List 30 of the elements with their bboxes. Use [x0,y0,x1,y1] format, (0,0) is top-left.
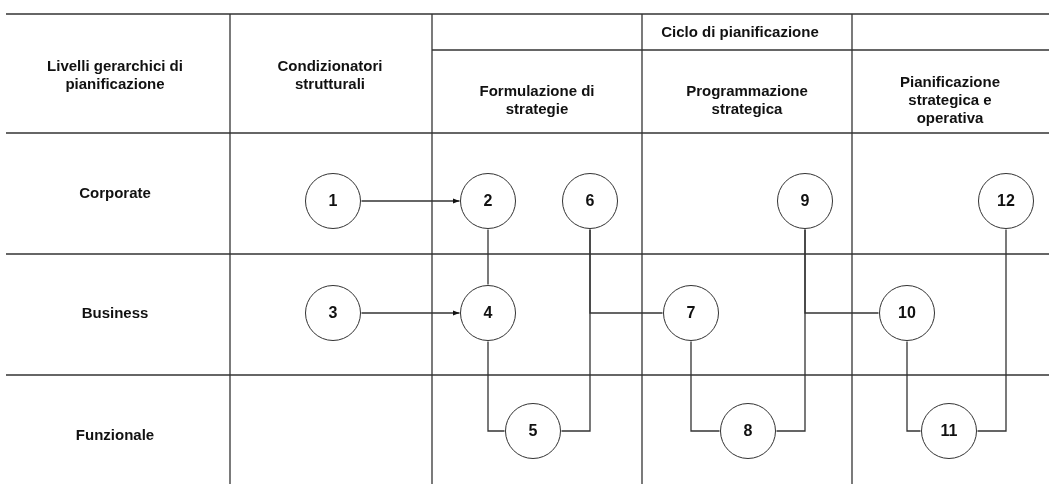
numbered-circle: 4 [460,285,516,341]
column-header: Livelli gerarchici di pianificazione [46,57,184,93]
numbered-circle: 2 [460,173,516,229]
column-header: Condizionatori strutturali [276,57,384,93]
arrow [360,310,461,316]
numbered-circle: 3 [305,285,361,341]
connector-line [589,228,664,314]
numbered-circle: 11 [921,403,977,459]
numbered-circle: 5 [505,403,561,459]
column-header: Ciclo di pianificazione [660,23,820,41]
row-header: Corporate [78,184,152,202]
numbered-circle: 7 [663,285,719,341]
numbered-circle: 6 [562,173,618,229]
connector-line [690,340,721,432]
connector-line [487,228,489,286]
numbered-circle: 9 [777,173,833,229]
column-header: Programmazione strategica [685,82,809,118]
column-header: Pianificazione strategica e operativa [899,73,1001,127]
connector-line [976,228,1007,432]
column-header: Formulazione di strategie [478,82,596,118]
connector-line [906,340,922,432]
numbered-circle: 1 [305,173,361,229]
connector-line [487,340,506,432]
numbered-circle: 10 [879,285,935,341]
arrow [360,198,461,204]
row-header: Business [80,304,150,322]
numbered-circle: 8 [720,403,776,459]
row-header: Funzionale [74,426,156,444]
connector-line [804,228,880,314]
numbered-circle: 12 [978,173,1034,229]
